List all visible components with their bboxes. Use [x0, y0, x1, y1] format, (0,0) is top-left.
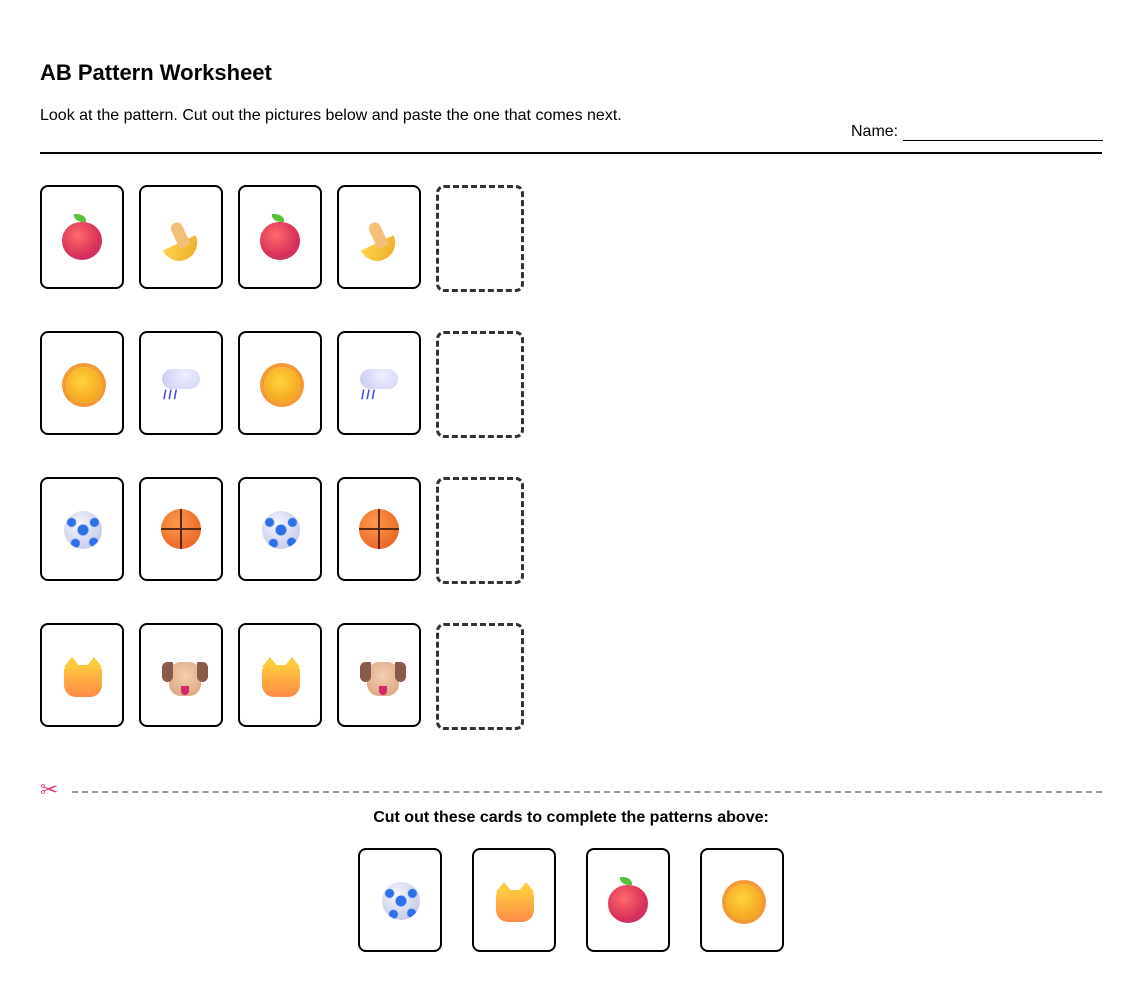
pattern-card — [238, 623, 322, 727]
answer-slot[interactable] — [436, 477, 524, 584]
page-title: AB Pattern Worksheet — [40, 60, 272, 85]
soccer-ball-icon — [382, 882, 420, 920]
pattern-card — [337, 477, 421, 581]
cutout-card-soccer-ball[interactable] — [358, 848, 442, 952]
pattern-card — [139, 185, 223, 289]
pattern-card — [139, 477, 223, 581]
pattern-card — [40, 477, 124, 581]
header-divider — [40, 152, 1102, 154]
pattern-row-4 — [40, 623, 524, 730]
pattern-card — [40, 185, 124, 289]
sun-icon — [726, 884, 762, 920]
pattern-card — [238, 477, 322, 581]
scissors-icon: ✂ — [40, 778, 59, 803]
name-label: Name: — [851, 123, 899, 140]
cloud-rain-icon — [358, 363, 400, 403]
pattern-card — [337, 331, 421, 435]
cat-face-icon — [64, 657, 102, 697]
pattern-card — [40, 331, 124, 435]
answer-slot[interactable] — [436, 185, 524, 292]
name-field: Name: — [851, 123, 1104, 141]
basketball-icon — [359, 509, 399, 549]
pattern-row-3 — [40, 477, 524, 584]
pattern-card — [238, 185, 322, 289]
cut-line: ✂ — [40, 778, 1102, 803]
pattern-card — [238, 331, 322, 435]
soccer-ball-icon — [262, 511, 300, 549]
pattern-card — [337, 185, 421, 289]
dashed-cut-line — [72, 790, 1102, 793]
cutout-card-apple[interactable] — [586, 848, 670, 952]
pattern-card — [337, 623, 421, 727]
pattern-card — [40, 623, 124, 727]
soccer-ball-icon — [64, 511, 102, 549]
pattern-row-1 — [40, 185, 524, 292]
dog-face-icon — [162, 662, 208, 696]
cutout-card-cat[interactable] — [472, 848, 556, 952]
instructions: Look at the pattern. Cut out the picture… — [40, 107, 622, 124]
cutout-card-sun[interactable] — [700, 848, 784, 952]
banana-icon — [360, 235, 402, 267]
apple-icon — [62, 214, 102, 260]
cutout-cards — [358, 848, 784, 952]
pattern-card — [139, 623, 223, 727]
basketball-icon — [161, 509, 201, 549]
pattern-row-2 — [40, 331, 524, 438]
pattern-card — [139, 331, 223, 435]
name-blank-line[interactable] — [903, 126, 1104, 141]
banana-icon — [162, 235, 204, 267]
cloud-rain-icon — [160, 363, 202, 403]
answer-slot[interactable] — [436, 331, 524, 438]
sun-icon — [264, 367, 300, 403]
cat-face-icon — [496, 882, 534, 922]
dog-face-icon — [360, 662, 406, 696]
apple-icon — [260, 214, 300, 260]
sun-icon — [66, 367, 102, 403]
apple-icon — [608, 877, 648, 923]
cat-face-icon — [262, 657, 300, 697]
cut-section-label: Cut out these cards to complete the patt… — [373, 809, 769, 826]
answer-slot[interactable] — [436, 623, 524, 730]
